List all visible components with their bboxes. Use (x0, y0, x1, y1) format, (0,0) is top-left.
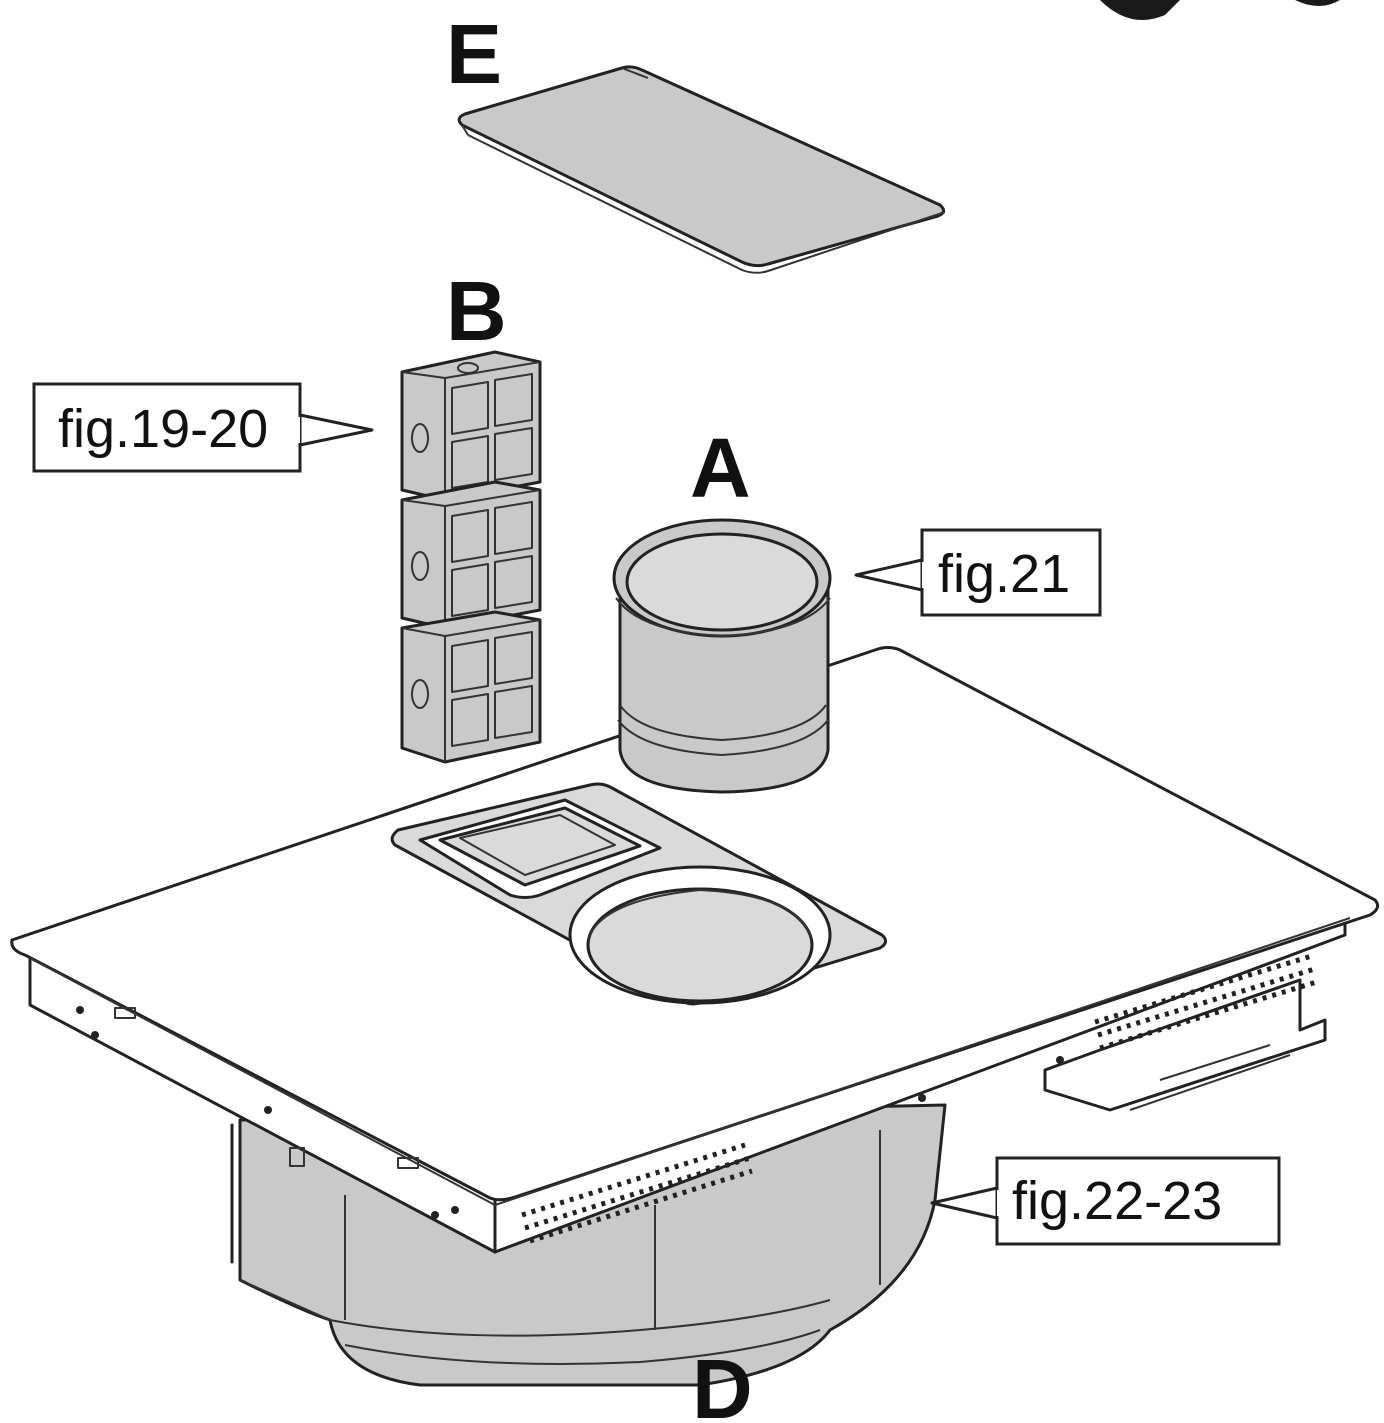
part-e-top-plate (457, 65, 946, 274)
part-label-b: B (446, 264, 507, 358)
callout-filters: fig.19-20 (32, 382, 374, 473)
callout-adapter-text: fig.21 (938, 544, 1070, 604)
corner-fragment (1100, 0, 1340, 20)
hob-cooktop (10, 646, 1380, 1254)
callout-filters-text: fig.19-20 (58, 399, 268, 459)
filter-block-2 (400, 480, 542, 630)
part-label-a: A (690, 421, 751, 515)
callout-duct-text: fig.22-23 (1012, 1171, 1222, 1231)
filter-block-1 (400, 350, 542, 502)
part-label-d: D (692, 1342, 753, 1423)
part-a-round-adapter (612, 518, 832, 794)
front-vent-holes (521, 1142, 753, 1244)
callout-adapter: fig.21 (854, 528, 1102, 617)
callout-duct: fig.22-23 (930, 1156, 1281, 1246)
filter-block-3 (400, 610, 542, 764)
part-label-e: E (446, 7, 502, 101)
part-b-filter-stack (400, 350, 542, 764)
side-vent-holes (1094, 952, 1321, 1051)
